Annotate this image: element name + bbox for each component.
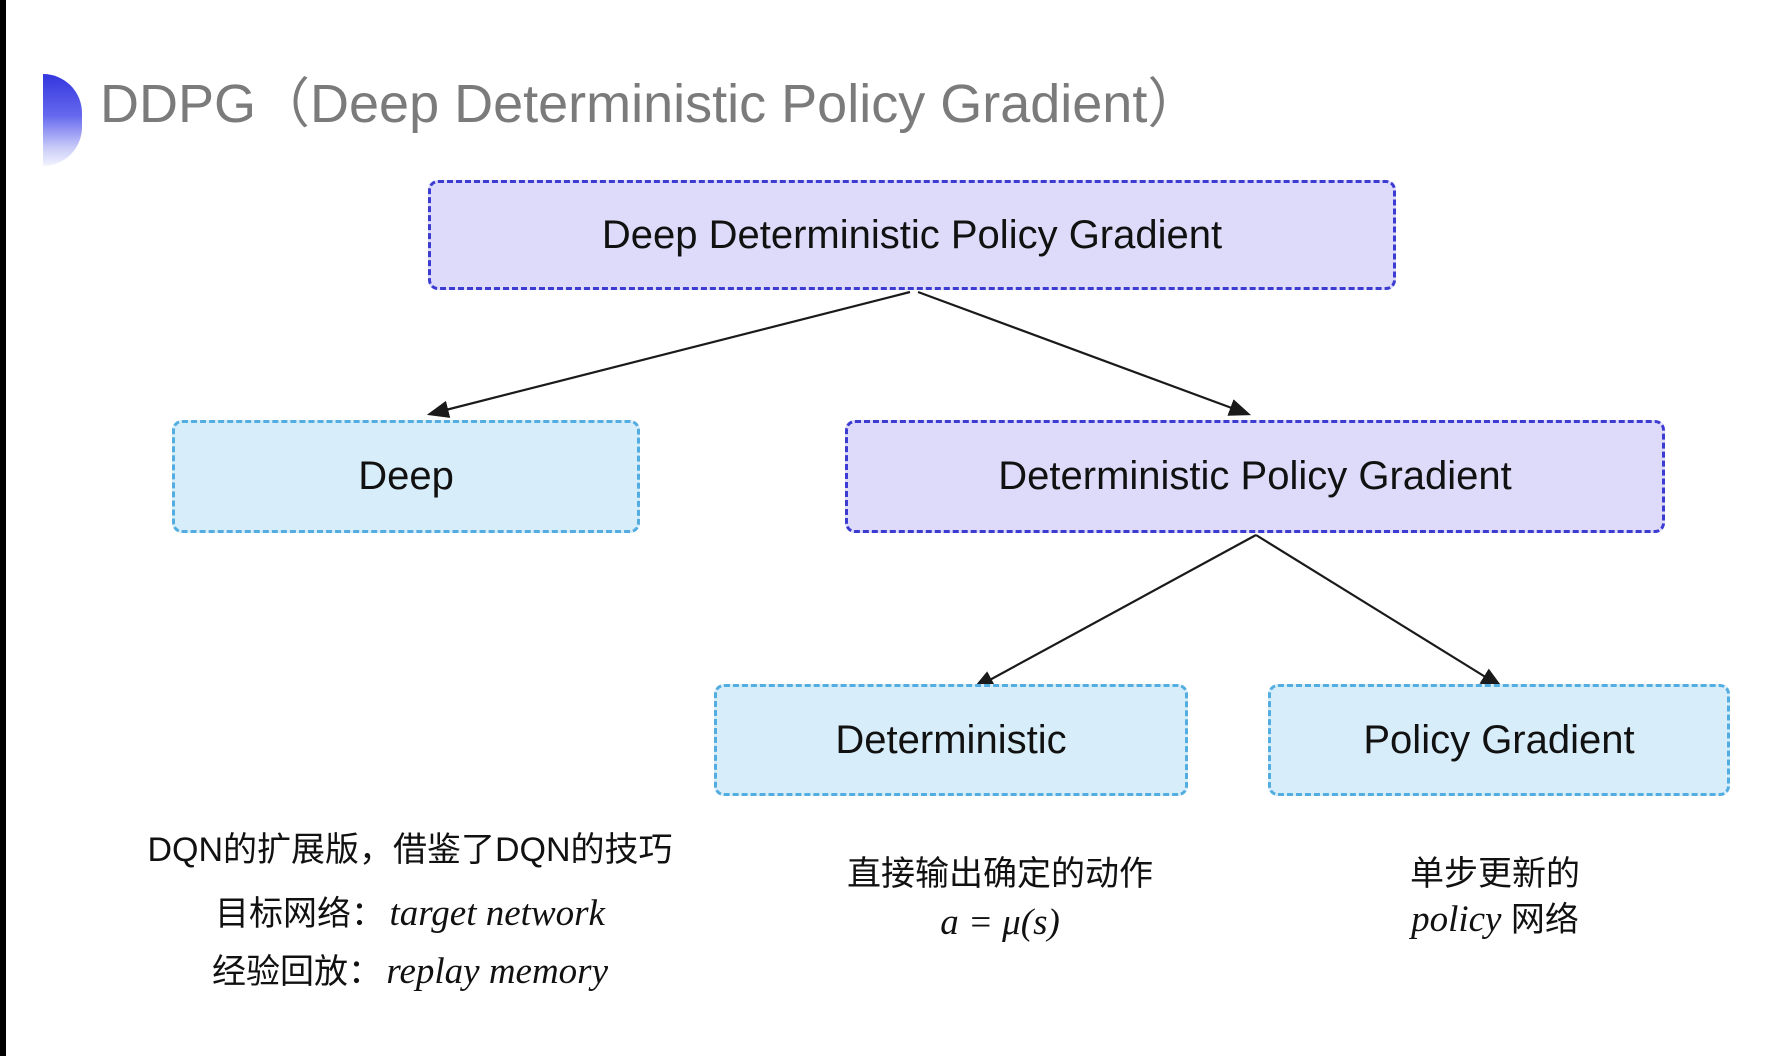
note-deep: DQN的扩展版，借鉴了DQN的技巧 目标网络： target network 经…: [110, 828, 710, 1014]
node-deterministic-policy-gradient: Deterministic Policy Gradient: [845, 420, 1665, 533]
arrow-root-to-deep: [426, 290, 911, 418]
title-bullet-icon: [43, 74, 82, 166]
node-root-label: Deep Deterministic Policy Gradient: [601, 212, 1223, 257]
note-deterministic: 直接输出确定的动作 a = μ(s): [810, 852, 1190, 944]
node-deep: Deep: [172, 420, 640, 533]
node-deep-label: Deep: [358, 454, 454, 498]
arrow-dpg-to-deterministic: [972, 534, 1257, 690]
note-deterministic-line1: 直接输出确定的动作: [847, 855, 1153, 893]
note-policy-gradient-rest: 网络: [1501, 901, 1579, 939]
node-dpg-label: Deterministic Policy Gradient: [998, 454, 1512, 498]
note-deep-line2-term: target network: [389, 893, 605, 934]
node-root-ddpg: Deep Deterministic Policy Gradient: [428, 180, 1396, 290]
note-deep-line3-term: replay memory: [386, 951, 609, 992]
note-deep-line2-label: 目标网络：: [215, 895, 386, 933]
arrow-dpg-to-policy-gradient: [1255, 534, 1503, 688]
node-deterministic-label: Deterministic: [835, 717, 1067, 762]
arrow-root-to-dpg: [917, 290, 1252, 416]
note-policy-gradient: 单步更新的 policy 网络: [1320, 852, 1670, 942]
page-title: DDPG（Deep Deterministic Policy Gradient）: [100, 74, 1202, 134]
node-policy-gradient-label: Policy Gradient: [1363, 717, 1635, 762]
note-policy-gradient-line1: 单步更新的: [1410, 855, 1580, 893]
note-deep-line3-label: 经验回放：: [211, 953, 382, 991]
node-deterministic: Deterministic: [714, 684, 1188, 796]
note-policy-gradient-term: policy: [1411, 899, 1502, 940]
node-policy-gradient: Policy Gradient: [1268, 684, 1730, 796]
left-screen-edge: [0, 0, 6, 1056]
note-deep-line1: DQN的扩展版，借鉴了DQN的技巧: [147, 831, 673, 869]
note-deterministic-equation: a = μ(s): [940, 902, 1060, 943]
